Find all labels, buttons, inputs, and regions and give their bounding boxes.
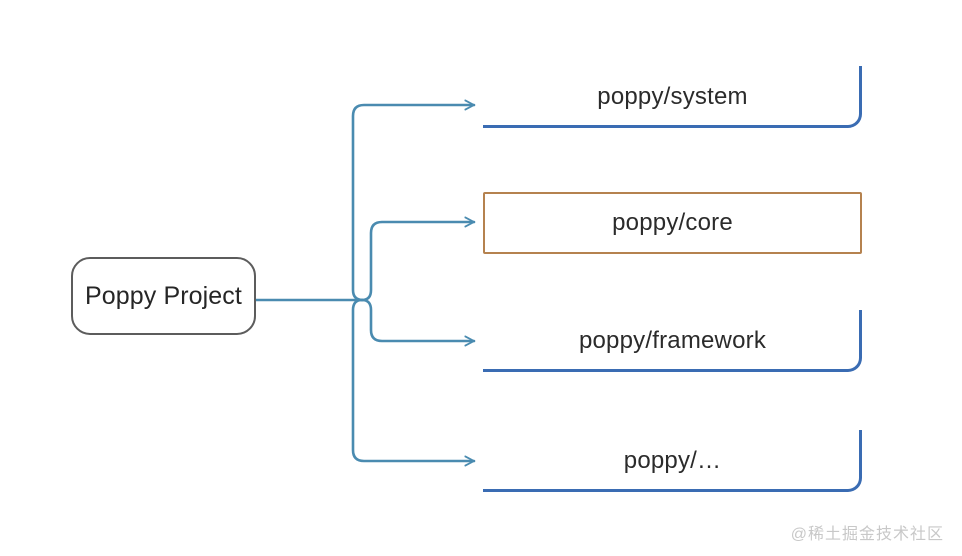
node-poppy-system-label: poppy/system [597, 83, 748, 110]
node-poppy-project[interactable]: Poppy Project [71, 257, 256, 335]
connector-to-poppy-framework [360, 298, 476, 347]
node-poppy-project-label: Poppy Project [85, 281, 242, 310]
node-poppy-other-label: poppy/… [623, 447, 722, 474]
node-poppy-framework[interactable]: poppy/framework [483, 310, 862, 372]
watermark: @稀土掘金技术社区 [790, 526, 944, 543]
connector-to-poppy-core [360, 216, 476, 302]
node-poppy-core[interactable]: poppy/core [483, 192, 862, 254]
node-poppy-system[interactable]: poppy/system [483, 66, 862, 128]
node-poppy-core-label: poppy/core [612, 209, 733, 236]
node-poppy-framework-label: poppy/framework [578, 327, 767, 354]
connector-to-poppy-other [351, 298, 476, 467]
node-poppy-other[interactable]: poppy/… [483, 430, 862, 492]
